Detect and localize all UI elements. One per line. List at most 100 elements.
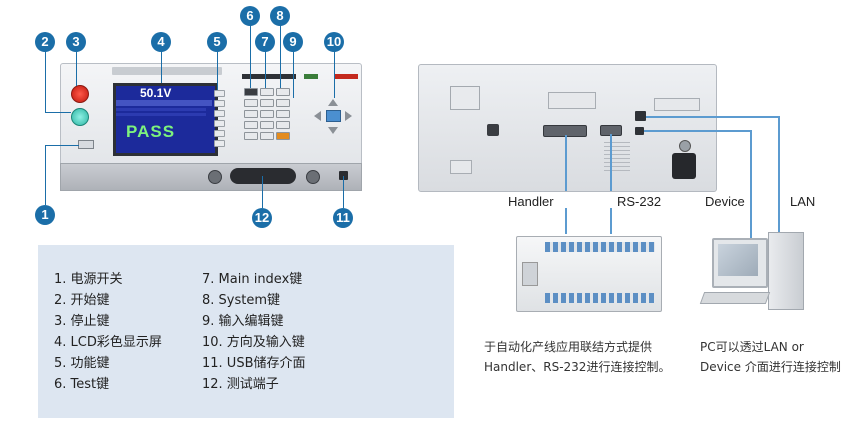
key-label-strip <box>242 74 296 79</box>
rear-label-plate <box>654 98 700 111</box>
callout-badge-5: 5 <box>207 32 227 52</box>
function-key[interactable] <box>214 130 225 137</box>
device-connector-line <box>750 130 752 250</box>
rear-vent-cover <box>548 92 596 109</box>
pc-caption-line: Device 介面进行连接控制 <box>700 360 841 374</box>
numeric-key[interactable] <box>276 121 290 129</box>
callout-leader-2 <box>45 50 46 112</box>
spec-text-block <box>604 142 630 174</box>
lcd-result-text: PASS <box>126 122 176 141</box>
start-button[interactable] <box>71 108 89 126</box>
arrow-left-icon[interactable] <box>314 111 321 121</box>
callout-leader-12 <box>262 176 263 208</box>
ground-terminal[interactable] <box>487 124 499 136</box>
test-terminal-block[interactable] <box>230 168 296 184</box>
rs232-connector-line <box>610 208 612 234</box>
pc-caption-line: PC可以透过LAN or <box>700 340 804 354</box>
legend-item: 7. Main index键 <box>202 272 303 287</box>
numeric-key[interactable] <box>276 110 290 118</box>
plc-terminal-row <box>545 293 655 303</box>
callout-leader-8 <box>280 24 281 88</box>
callout-leader-2 <box>45 112 71 113</box>
legend-item: 10. 方向及输入键 <box>202 335 305 350</box>
brand-strip <box>112 67 222 75</box>
stop-button[interactable] <box>71 85 89 103</box>
legend-item: 1. 电源开关 <box>54 272 123 287</box>
legend-box <box>38 245 454 418</box>
callout-leader-11 <box>343 176 344 208</box>
callout-badge-11: 11 <box>333 208 353 228</box>
function-key[interactable] <box>214 100 225 107</box>
function-key[interactable] <box>214 90 225 97</box>
power-switch[interactable] <box>78 140 94 149</box>
lcd-voltage-readout: 50.1V <box>140 86 172 100</box>
plc-terminal-row <box>545 242 655 252</box>
numeric-key[interactable] <box>244 110 258 118</box>
test-key[interactable] <box>244 88 258 96</box>
pc-tower <box>768 232 804 310</box>
terminal-knob[interactable] <box>306 170 320 184</box>
callout-leader-1 <box>45 145 46 205</box>
fuse-holder[interactable] <box>679 140 691 152</box>
enter-key[interactable] <box>276 132 290 140</box>
callout-leader-1 <box>45 145 79 146</box>
main-index-key[interactable] <box>260 88 274 96</box>
numeric-key[interactable] <box>260 121 274 129</box>
device-connector-line <box>644 130 752 132</box>
rear-label-plate <box>450 86 480 110</box>
plc-indicator-panel <box>522 262 538 286</box>
numeric-key[interactable] <box>260 110 274 118</box>
legend-item: 3. 停止键 <box>54 314 110 329</box>
automation-caption-line: Handler、RS-232进行连接控制。 <box>484 360 671 374</box>
legend-item: 11. USB储存介面 <box>202 356 306 371</box>
callout-badge-6: 6 <box>240 6 260 26</box>
lan-port[interactable] <box>635 111 646 121</box>
callout-badge-2: 2 <box>35 32 55 52</box>
power-socket[interactable] <box>672 153 696 179</box>
legend-item: 5. 功能键 <box>54 356 110 371</box>
numeric-key[interactable] <box>260 132 274 140</box>
enter-center-key[interactable] <box>326 110 341 122</box>
arrow-down-icon[interactable] <box>328 127 338 134</box>
callout-badge-10: 10 <box>324 32 344 52</box>
rear-label-plate <box>450 160 472 174</box>
callout-leader-3 <box>76 50 77 86</box>
callout-leader-4 <box>161 50 162 83</box>
callout-badge-3: 3 <box>66 32 86 52</box>
callout-badge-8: 8 <box>270 6 290 26</box>
arrow-up-icon[interactable] <box>328 99 338 106</box>
function-key[interactable] <box>214 120 225 127</box>
status-indicator <box>304 74 318 79</box>
numeric-key[interactable] <box>276 99 290 107</box>
device-usb-port[interactable] <box>635 127 644 135</box>
numeric-key[interactable] <box>260 99 274 107</box>
port-label-handler: Handler <box>508 194 554 209</box>
legend-item: 4. LCD彩色显示屏 <box>54 335 162 350</box>
port-label-rs232: RS-232 <box>617 194 662 209</box>
port-label-lan: LAN <box>790 194 816 209</box>
port-label-device: Device <box>705 194 745 209</box>
callout-badge-4: 4 <box>151 32 171 52</box>
numeric-key[interactable] <box>244 132 258 140</box>
pc-screen <box>718 244 758 276</box>
lcd-header-strip <box>116 100 212 106</box>
function-key[interactable] <box>214 110 225 117</box>
system-key[interactable] <box>276 88 290 96</box>
lcd-display <box>113 83 218 156</box>
callout-leader-9 <box>293 50 294 98</box>
lcd-info-rows <box>116 108 206 118</box>
automation-caption-line: 于自动化产线应用联结方式提供 <box>484 340 653 354</box>
handler-connector-line <box>565 135 567 191</box>
pc-keyboard <box>699 292 771 304</box>
legend-item: 2. 开始键 <box>54 293 110 308</box>
usb-port[interactable] <box>339 171 348 180</box>
arrow-right-icon[interactable] <box>345 111 352 121</box>
terminal-knob[interactable] <box>208 170 222 184</box>
function-key[interactable] <box>214 140 225 147</box>
callout-leader-5 <box>217 50 218 90</box>
numeric-key[interactable] <box>244 99 258 107</box>
callout-badge-7: 7 <box>255 32 275 52</box>
numeric-key[interactable] <box>244 121 258 129</box>
callout-badge-1: 1 <box>35 205 55 225</box>
warning-indicator <box>334 74 358 79</box>
